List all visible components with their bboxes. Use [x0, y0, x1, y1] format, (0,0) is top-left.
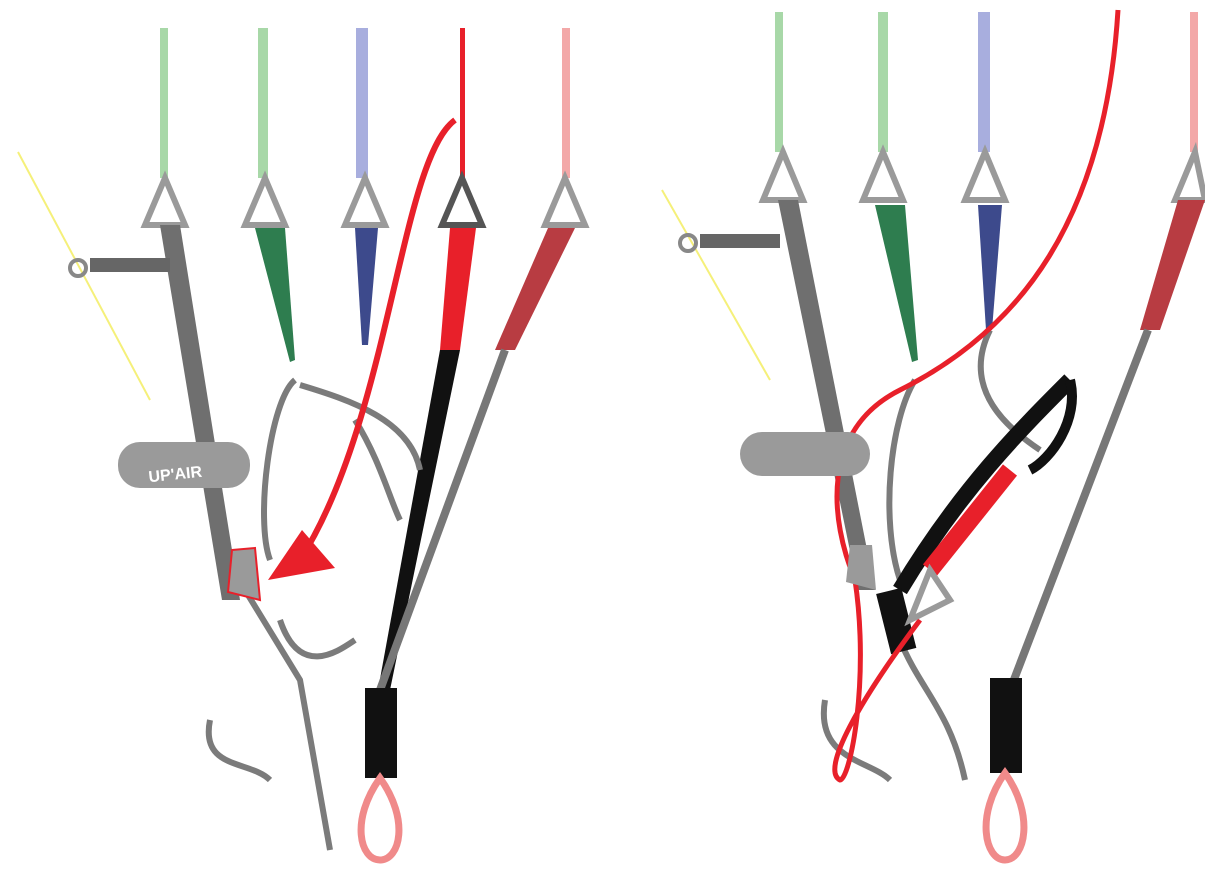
line-pink	[562, 28, 570, 178]
carabiner-icon	[437, 170, 487, 228]
line-green-2	[258, 28, 268, 178]
line-blue	[978, 12, 990, 152]
toggle-grip	[90, 258, 170, 272]
red-tab	[226, 546, 262, 602]
carabiner-icon	[858, 144, 908, 203]
black-sleeve	[365, 688, 397, 778]
line-green-1	[160, 28, 168, 178]
ring-icon	[68, 258, 88, 278]
brake-line-yellow	[661, 189, 771, 381]
brake-handle	[678, 233, 870, 476]
reserve-line-red	[832, 9, 1121, 783]
leg-loop-pink	[982, 766, 1028, 864]
risers	[778, 200, 1205, 692]
arrow-head-icon	[268, 530, 335, 580]
red-tab	[846, 545, 876, 590]
riser-a-grey	[778, 200, 875, 590]
webbing-loop	[897, 638, 968, 781]
carabiner-icon	[758, 144, 808, 203]
black-sleeve	[990, 678, 1022, 773]
riser-b-blue	[355, 228, 378, 345]
carabiner-icon	[904, 563, 955, 627]
riser-a-grey	[160, 225, 240, 600]
toggle-grip	[700, 234, 780, 248]
carabiners	[758, 141, 1205, 203]
riser-c-red	[1140, 200, 1205, 330]
webbing-loop	[277, 619, 357, 660]
carabiner-icon	[140, 170, 190, 228]
riser-diagram-before: UP'AIR	[17, 28, 590, 864]
riser-c-grey	[376, 348, 509, 692]
carabiner-icon	[240, 170, 290, 228]
webbing-lower	[820, 699, 893, 783]
riser-b-blue	[978, 205, 1002, 330]
brake-handle-body	[118, 442, 250, 488]
red-arrow	[268, 117, 457, 580]
line-red-top	[460, 28, 465, 178]
webbing	[820, 328, 1042, 783]
ring-icon	[678, 233, 698, 253]
bridle-black-loop	[1027, 378, 1077, 475]
line-pink	[1190, 12, 1198, 152]
webbing-loop	[261, 377, 298, 562]
riser-red	[440, 228, 476, 350]
webbing-loop	[299, 382, 423, 471]
lines-group	[17, 28, 570, 401]
webbing-lower	[242, 588, 333, 851]
webbing-lower	[205, 719, 273, 783]
riser-c-grey	[1006, 328, 1152, 692]
riser-black	[378, 350, 460, 690]
webbing-loop	[977, 328, 1042, 453]
reserve-bridle	[832, 9, 1121, 783]
carabiners	[140, 170, 590, 228]
bridle-red-section	[922, 464, 1018, 576]
lines-group	[661, 12, 1198, 381]
panel-after	[600, 0, 1205, 870]
riser-c-red	[495, 228, 575, 350]
riser-diagram-after	[661, 9, 1205, 864]
bridle-black-loop	[893, 374, 1076, 595]
brand-logo: UP'AIR	[148, 464, 204, 487]
line-green-1	[775, 12, 783, 152]
risers	[160, 225, 575, 692]
brake-handle-body	[740, 432, 870, 476]
webbing	[205, 377, 423, 851]
brake-handle: UP'AIR	[68, 258, 250, 488]
carabiner-icon	[340, 170, 390, 228]
webbing-loop	[352, 418, 403, 522]
line-blue	[356, 28, 368, 178]
webbing-loop	[886, 378, 918, 581]
leg-loop-pink	[357, 771, 403, 864]
riser-a-green	[875, 205, 918, 362]
riser-a-green	[255, 228, 295, 362]
panel-before: UP'AIR	[0, 0, 600, 870]
carabiner-icon	[960, 144, 1010, 203]
carabiner-icon	[540, 170, 590, 228]
line-green-2	[878, 12, 888, 152]
arrow-path	[297, 117, 457, 562]
carabiner-icon	[1170, 141, 1205, 203]
